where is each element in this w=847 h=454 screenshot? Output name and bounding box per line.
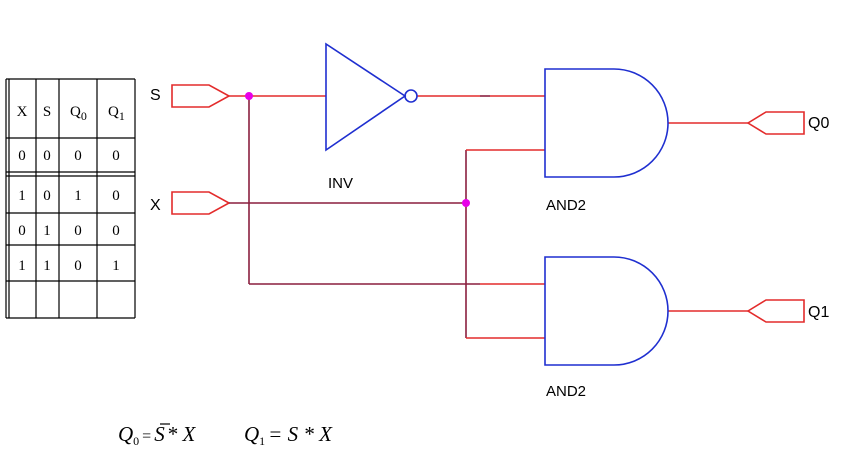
equation-q1: Q1= S * X <box>244 422 333 448</box>
tt-header-x: X <box>17 104 28 120</box>
tt-header-q0: Q0 <box>70 104 87 123</box>
tt-cell: 0 <box>74 223 82 239</box>
output-q0-port[interactable] <box>746 111 805 135</box>
tt-cell: 1 <box>74 188 82 204</box>
tt-cell: 1 <box>18 188 26 204</box>
and-gate-top[interactable] <box>544 68 669 178</box>
tt-cell: 0 <box>74 148 82 164</box>
tt-cell: 0 <box>18 148 26 164</box>
input-x-label: X <box>150 197 161 214</box>
and-gate-bottom-label: AND2 <box>546 383 586 400</box>
input-x-port[interactable] <box>171 191 231 215</box>
tt-cell: 0 <box>112 223 120 239</box>
equations: Q0=S* X Q1= S * X <box>118 422 333 448</box>
junction-dot-x <box>462 199 470 207</box>
tt-cell: 1 <box>43 223 51 239</box>
tt-cell: 0 <box>74 258 82 274</box>
output-q0-label: Q0 <box>808 115 829 132</box>
tt-header-q1: Q1 <box>108 104 125 123</box>
output-q1-port[interactable] <box>746 299 805 323</box>
junction-dot-s <box>245 92 253 100</box>
output-q1-label: Q1 <box>808 304 829 321</box>
tt-cell: 0 <box>43 148 51 164</box>
tt-cell: 0 <box>112 188 120 204</box>
equation-q0: Q0=S* X <box>118 422 196 448</box>
input-s-label: S <box>150 87 161 104</box>
tt-cell: 1 <box>43 258 51 274</box>
tt-cell: 0 <box>43 188 51 204</box>
and-gate-top-label: AND2 <box>546 197 586 214</box>
tt-cell: 1 <box>112 258 120 274</box>
and-gate-bottom[interactable] <box>544 256 669 366</box>
inverter-label: INV <box>328 175 353 192</box>
tt-cell: 1 <box>18 258 26 274</box>
tt-cell: 0 <box>112 148 120 164</box>
inverter-gate[interactable] <box>325 42 418 152</box>
truth-table: X S Q0 Q1 0 0 0 0 1 0 1 0 0 1 0 0 1 1 0 … <box>5 78 136 319</box>
tt-cell: 0 <box>18 223 26 239</box>
input-s-port[interactable] <box>171 84 231 108</box>
tt-header-s: S <box>43 104 51 120</box>
